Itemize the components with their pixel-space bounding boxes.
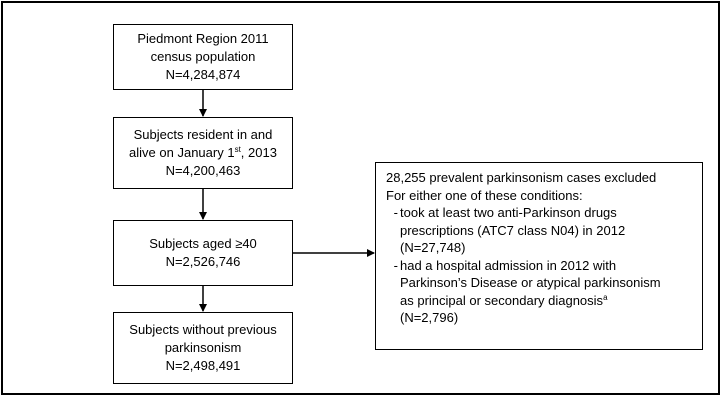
exclusion-title: 28,255 prevalent parkinsonism cases excl…	[386, 170, 657, 185]
figure-frame	[1, 1, 720, 395]
criterion1-line1: took at least two anti-Parkinson drugs	[400, 205, 617, 220]
box3-line1: Subjects aged ≥40	[149, 236, 257, 251]
box2-line1: Subjects resident in and	[133, 127, 273, 142]
box3-count: N=2,526,746	[165, 254, 241, 269]
exclusion-box: 28,255 prevalent parkinsonism cases excl…	[375, 162, 703, 350]
box4-count: N=2,498,491	[165, 358, 241, 373]
box4-line2: parkinsonism	[164, 340, 242, 355]
box2-count: N=4,200,463	[165, 163, 241, 178]
exclusion-criterion-drugs: - took at least two anti-Parkinson drugs…	[386, 204, 692, 257]
bullet-dash: -	[393, 205, 398, 220]
final-cohort-box: Subjects without previous parkinsonism N…	[113, 312, 293, 384]
criterion2-line2: Parkinson’s Disease or atypical parkinso…	[400, 275, 661, 290]
box1-line1: Piedmont Region 2011	[137, 31, 269, 46]
resident-subjects-box: Subjects resident in and alive on Januar…	[113, 117, 293, 189]
box2-line2: alive on January 1st, 2013	[129, 145, 277, 160]
bullet-dash: -	[393, 257, 398, 273]
footnote-marker: a	[603, 292, 608, 302]
criterion1-count: (N=27,748)	[400, 240, 466, 255]
box4-line1: Subjects without previous	[129, 322, 277, 337]
exclusion-criterion-hospital: - had a hospital admission in 2012 with …	[386, 257, 692, 327]
aged-subjects-box: Subjects aged ≥40 N=2,526,746	[113, 220, 293, 286]
box1-count: N=4,284,874	[165, 67, 241, 82]
criterion1-line2: prescriptions (ATC7 class N04) in 2012	[400, 222, 626, 238]
criterion2-line1: had a hospital admission in 2012 with	[400, 257, 617, 273]
census-population-box: Piedmont Region 2011 census population N…	[113, 24, 293, 90]
exclusion-subtitle: For either one of these conditions:	[386, 187, 583, 203]
box1-line2: census population	[150, 49, 256, 64]
criterion2-line3: as principal or secondary diagnosisa	[400, 292, 608, 308]
criterion2-count: (N=2,796)	[400, 310, 459, 325]
